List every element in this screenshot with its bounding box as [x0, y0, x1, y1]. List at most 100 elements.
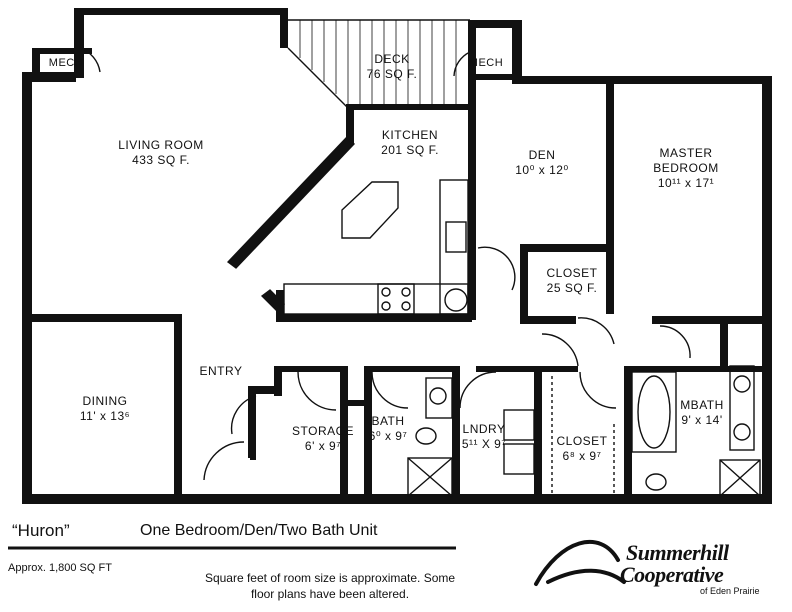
wall — [520, 316, 576, 324]
bathtub — [631, 371, 677, 453]
room-size: 25 SQ F. — [546, 281, 598, 295]
logo-swoosh-icon — [546, 568, 626, 584]
wall — [470, 20, 522, 28]
door-swing — [541, 333, 579, 367]
wall — [340, 400, 372, 406]
wall — [534, 366, 542, 504]
door-swing — [203, 441, 245, 481]
shower-line — [407, 457, 453, 497]
wall — [250, 390, 256, 460]
wall — [32, 48, 92, 54]
wall — [624, 366, 772, 372]
room-size: 6⁸ x 9⁷ — [562, 449, 602, 463]
stove — [377, 283, 415, 315]
wall — [280, 8, 288, 48]
kitchen-diagonal-wall — [226, 137, 356, 269]
room-size: 6' x 9⁷ — [304, 439, 342, 453]
wall — [606, 284, 614, 314]
room-name: MECH — [48, 57, 84, 69]
wall — [22, 494, 772, 504]
wall — [762, 76, 772, 504]
room-name: ENTRY — [199, 364, 243, 378]
wall — [720, 322, 728, 372]
wall — [274, 366, 282, 396]
wall — [452, 366, 460, 504]
door-swing — [659, 325, 691, 359]
logo-swoosh-icon — [534, 540, 620, 586]
wall — [476, 366, 540, 372]
kitchen-counter — [439, 179, 469, 315]
wall — [274, 366, 348, 372]
unit-name: “Huron” — [12, 521, 70, 540]
toilet — [415, 427, 437, 445]
wall — [476, 74, 516, 80]
room-name: DEN — [528, 148, 556, 162]
wall — [652, 316, 772, 324]
approx-area: Approx. 1,800 SQ FT — [8, 562, 112, 574]
room-name: CLOSET — [556, 434, 608, 448]
wall — [606, 84, 614, 284]
logo-line3: of Eden Prairie — [700, 586, 760, 596]
room-size: 5¹¹ X 9⁷ — [461, 437, 507, 451]
deck-edge — [287, 47, 349, 109]
wall — [534, 366, 578, 372]
door-swing — [297, 371, 337, 411]
room-name: STORAGE — [292, 424, 354, 438]
bath-vanity — [425, 377, 453, 419]
burner — [401, 301, 411, 311]
door-swing — [230, 395, 257, 435]
laundry-shelf — [503, 409, 535, 441]
wall — [22, 72, 76, 82]
room-size: 6⁰ x 9⁷ — [368, 429, 408, 443]
door-swing — [477, 246, 516, 291]
room-size: 10¹¹ x 17¹ — [657, 176, 715, 190]
mbath-sink — [733, 375, 751, 393]
shower — [407, 457, 453, 497]
wall — [512, 20, 522, 84]
burner — [381, 301, 391, 311]
wall — [276, 314, 472, 322]
entry-label: ENTRY — [188, 364, 254, 379]
room-name: BEDROOM — [653, 161, 719, 175]
room-size: 76 SQ F. — [366, 67, 418, 81]
room-name: DECK — [374, 52, 410, 66]
room-size: 201 SQ F. — [381, 143, 439, 157]
kitchen-counter — [283, 283, 469, 315]
room-size: 9' x 14' — [681, 413, 723, 427]
room-size: 10⁰ x 12⁰ — [515, 163, 569, 177]
room-name: LNDRY — [462, 422, 506, 436]
mbath-sink — [733, 423, 751, 441]
kitchen-island — [341, 181, 399, 239]
room-name: MBATH — [680, 398, 724, 412]
wall — [520, 244, 528, 324]
wall — [248, 386, 282, 394]
sink — [445, 221, 467, 253]
shower-line — [719, 459, 761, 497]
logo-line1: Summerhill — [626, 540, 729, 565]
wall — [340, 366, 348, 504]
wall — [174, 314, 182, 504]
disclaimer-line: Square feet of room size is approximate.… — [204, 571, 456, 585]
wall — [74, 8, 84, 78]
wall — [364, 366, 372, 504]
fridge — [444, 288, 468, 312]
door-swing — [579, 371, 617, 409]
burner — [401, 287, 411, 297]
wall — [346, 104, 354, 144]
wall — [348, 104, 472, 110]
mech-right-label: MECH — [458, 56, 514, 71]
disclaimer-line: floor plans have been altered. — [250, 587, 410, 601]
wall — [32, 48, 40, 82]
room-name: KITCHEN — [381, 128, 439, 142]
